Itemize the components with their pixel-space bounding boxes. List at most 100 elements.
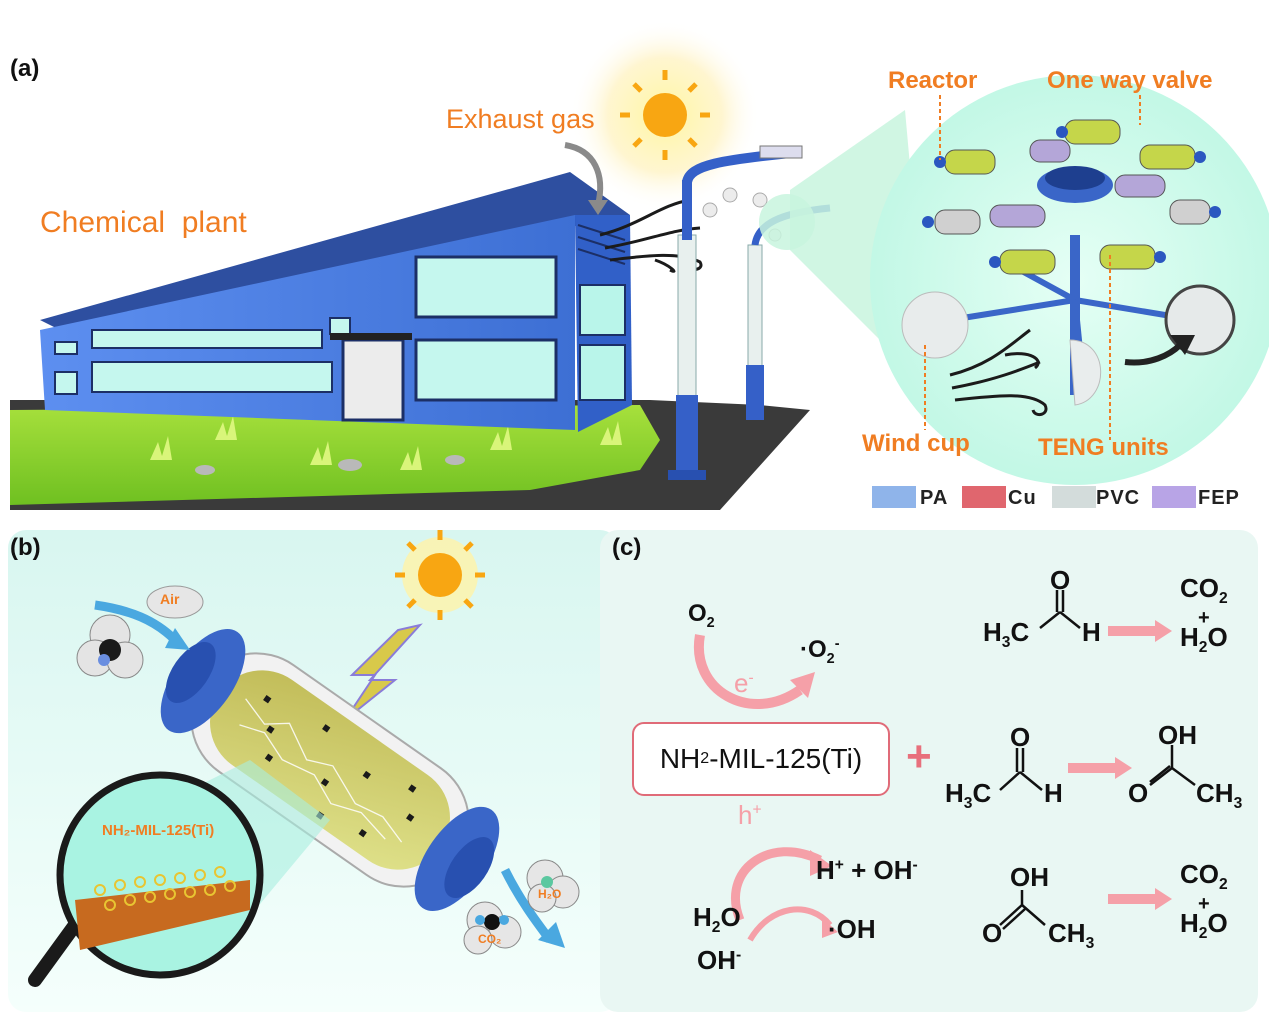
lightning-icon — [344, 623, 423, 721]
legend-label-fep: FEP — [1198, 487, 1240, 509]
door — [341, 338, 405, 422]
teng-units — [934, 119, 1211, 275]
wind-cup-middle — [1069, 339, 1102, 406]
r3-o-atom: O — [982, 918, 1003, 948]
r3-ch3-c: CH — [1048, 918, 1086, 948]
panel-a-illustration — [10, 20, 1269, 510]
electron-text: e — [734, 668, 749, 698]
r3-ch3-sub: 3 — [1085, 935, 1095, 953]
superoxide-sup: - — [834, 636, 840, 652]
exhaust-gas-label: Exhaust gas — [446, 104, 595, 134]
zoom-source — [759, 194, 815, 250]
legend-swatch-pvc — [1052, 486, 1096, 508]
r1-h3c-sub: 3 — [1001, 634, 1011, 652]
one-way-valve-label: One way valve — [1047, 67, 1213, 94]
r3-co2: CO — [1180, 859, 1219, 889]
h2o-o: O — [720, 902, 741, 932]
r2-ch3: CH3 — [1196, 778, 1242, 813]
vent-lines — [577, 224, 626, 265]
r2-ch3-sub: 3 — [1233, 795, 1243, 813]
legend-label-cu: Cu — [1008, 487, 1037, 509]
sun-icon-b — [395, 530, 485, 620]
catalyst-main: NH — [659, 743, 701, 774]
h2o-sub: 2 — [711, 919, 721, 937]
grass — [10, 405, 660, 505]
r2-h3c-sub: 3 — [963, 795, 973, 813]
air-in-arrow — [94, 600, 179, 644]
air-cloud — [146, 585, 204, 619]
rotation-arrow-icon — [1124, 342, 1183, 366]
catalyst-rest: -MIL-125(Ti) — [709, 743, 863, 774]
r1-plus: + — [1198, 607, 1210, 630]
legend-swatch-cu — [962, 486, 1006, 508]
front-window-1 — [579, 284, 626, 336]
r3-oh-atom: OH — [1010, 862, 1049, 892]
electron-arc — [693, 634, 803, 710]
h2o-cloud — [526, 859, 580, 913]
big-window-2 — [414, 338, 558, 402]
r3-co2-sub: 2 — [1219, 876, 1228, 894]
co2-cloud — [463, 901, 522, 955]
r3-h2o-sub: 2 — [1198, 925, 1208, 943]
pollutant-cloud-in — [76, 614, 144, 679]
reaction-arrows — [1068, 620, 1172, 910]
wind-icon — [949, 328, 1048, 417]
hole-sup: + — [752, 801, 762, 819]
legend-swatch-pa — [872, 486, 916, 508]
r1-product: CO2 + H2O — [1180, 573, 1228, 660]
superoxide-sub: 2 — [826, 650, 835, 667]
r1-co2-sub: 2 — [1219, 590, 1228, 608]
r3-h2o-o: O — [1207, 908, 1228, 939]
r2-h3c-h: H — [945, 778, 964, 808]
h2o-h: H — [693, 902, 712, 932]
h2o-label: H₂O — [538, 887, 562, 901]
reactor-tube — [160, 629, 500, 911]
electron-label: e- — [734, 668, 754, 699]
hole-text: h — [738, 800, 753, 830]
hydroxyl-label: ·OH — [828, 914, 876, 944]
magnifier-icon — [28, 771, 264, 987]
superoxide-label: ·O2- — [800, 636, 839, 667]
electron-sup: - — [748, 669, 754, 687]
teng-units-label: TENG units — [1038, 434, 1169, 461]
r1-h2o-h: H — [1180, 622, 1199, 653]
o2-label: O2 — [688, 600, 715, 631]
zoom-circle — [870, 75, 1269, 485]
plus-sign: + — [906, 732, 932, 781]
r1-h-atom: H — [1082, 617, 1101, 647]
oh-sup: - — [912, 856, 918, 874]
legend-swatch-fep — [1152, 486, 1196, 508]
h2o-reactant-label: H2O — [693, 902, 741, 937]
r2-h3c: H3C — [945, 778, 991, 813]
h-text: H — [816, 855, 835, 885]
grass-tufts — [150, 416, 622, 470]
r1-o-atom: O — [1050, 565, 1071, 595]
r1-h2o-o: O — [1207, 622, 1228, 653]
molecule-bonds — [999, 590, 1196, 930]
r3-h2o-h: H — [1180, 908, 1199, 939]
panel-a-label: (a) — [10, 55, 40, 82]
r3-plus: + — [1198, 893, 1210, 916]
oh-minus-sup: - — [736, 946, 742, 964]
r1-h3c-c: C — [1010, 617, 1030, 647]
teng-device — [901, 119, 1236, 406]
o2-sub: 2 — [706, 614, 715, 631]
wind-cup-left — [901, 291, 969, 359]
hole-label: h+ — [738, 800, 762, 831]
r1-co2: CO — [1180, 573, 1219, 603]
catalyst-label: NH₂-MIL-125(Ti) — [102, 822, 215, 839]
co2-label: CO₂ — [478, 932, 502, 946]
building-roof — [40, 172, 630, 330]
r2-h3c-c: C — [972, 778, 992, 808]
legend-label-pvc: PVC — [1096, 487, 1141, 509]
o2-text: O — [688, 600, 707, 627]
front-window-2 — [579, 344, 626, 401]
r2-o-atom-product: O — [1128, 778, 1149, 808]
building — [40, 172, 632, 432]
r2-ch3-c: CH — [1196, 778, 1234, 808]
panel-c-label: (c) — [612, 534, 642, 561]
r2-h-atom: H — [1044, 778, 1063, 808]
superoxide-text: ·O — [800, 636, 827, 663]
